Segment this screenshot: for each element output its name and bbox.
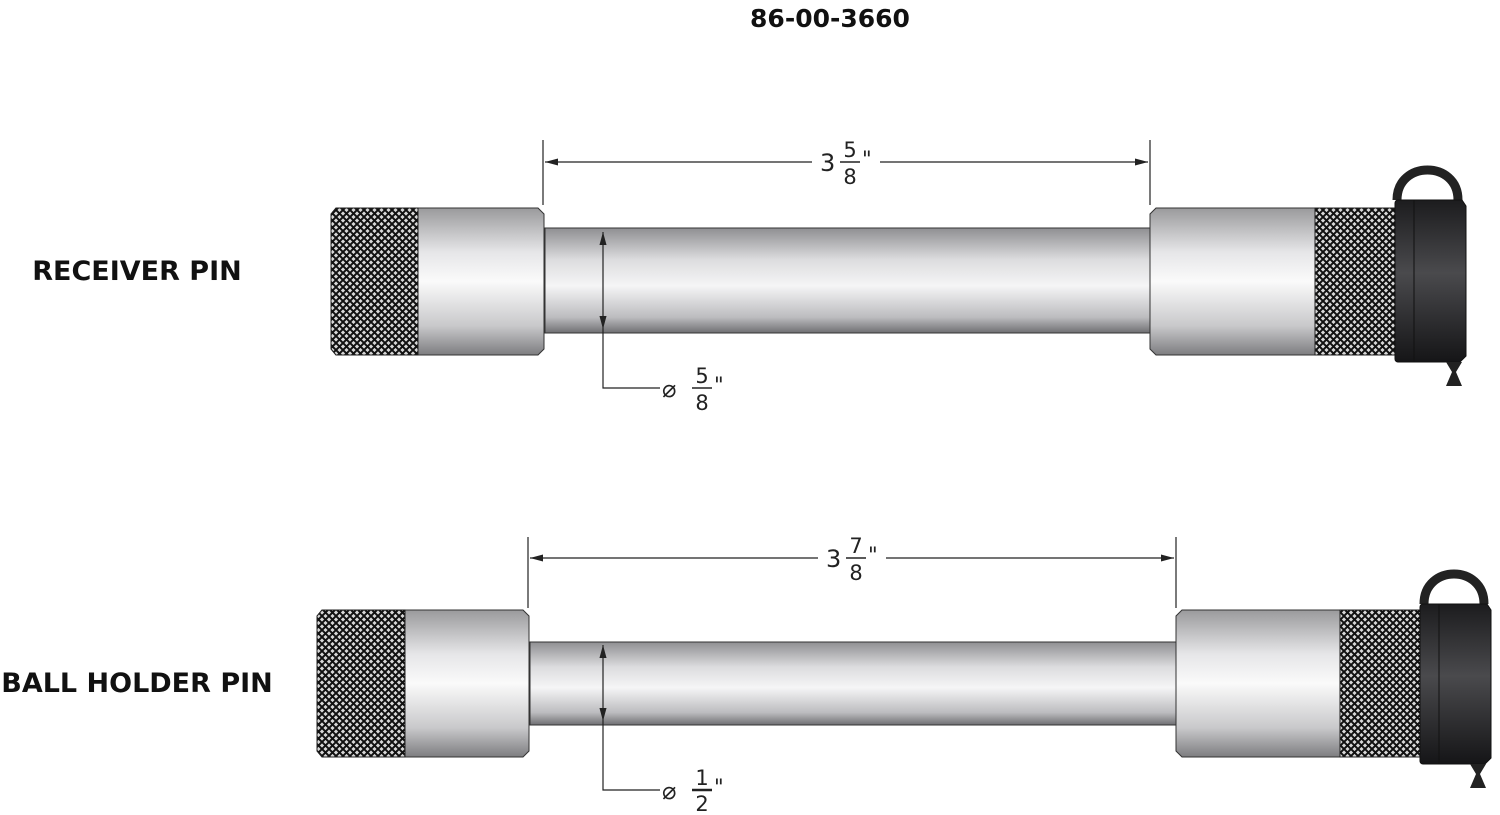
receiver-pin-label: RECEIVER PIN	[32, 256, 242, 287]
ball-holder-shaft	[529, 641, 1178, 726]
lock-loop-icon	[1392, 165, 1463, 201]
diameter-unit: "	[714, 775, 724, 799]
length-unit: "	[868, 543, 878, 567]
length-whole: 3	[826, 545, 841, 573]
diameter-unit: "	[714, 373, 724, 397]
diameter-numerator: 1	[695, 766, 708, 790]
length-whole: 3	[820, 149, 835, 177]
part-number: 86-00-3660	[750, 4, 910, 33]
receiver-diameter-dimension: ⌀ 5 8 "	[662, 364, 724, 415]
ball-holder-left-cap	[316, 609, 530, 758]
diameter-icon: ⌀	[662, 777, 676, 805]
receiver-shaft	[544, 227, 1152, 334]
diameter-denominator: 8	[695, 391, 708, 415]
length-numerator: 5	[843, 138, 856, 162]
diameter-denominator: 2	[695, 792, 708, 815]
receiver-pin: RECEIVER PIN 3 5 8 "	[32, 138, 1467, 415]
diameter-icon: ⌀	[662, 375, 676, 403]
diameter-numerator: 5	[695, 364, 708, 388]
length-denominator: 8	[843, 165, 856, 189]
receiver-left-cap	[330, 207, 545, 356]
ball-holder-length-dimension: 3 7 8 "	[826, 534, 878, 585]
length-unit: "	[862, 147, 872, 171]
ball-holder-pin-label: BALL HOLDER PIN	[1, 668, 273, 699]
lock-loop-icon	[1419, 569, 1489, 605]
ball-holder-right-cap	[1175, 609, 1421, 758]
ball-holder-pin: BALL HOLDER PIN 3 7 8 " ⌀	[1, 534, 1492, 815]
receiver-lock	[1392, 165, 1467, 386]
length-denominator: 8	[849, 561, 862, 585]
receiver-length-dimension: 3 5 8 "	[820, 138, 872, 189]
receiver-right-cap	[1149, 207, 1396, 356]
ball-holder-lock	[1419, 569, 1492, 788]
ball-holder-diameter-dimension: ⌀ 1 2 "	[662, 766, 724, 815]
length-numerator: 7	[849, 534, 862, 558]
